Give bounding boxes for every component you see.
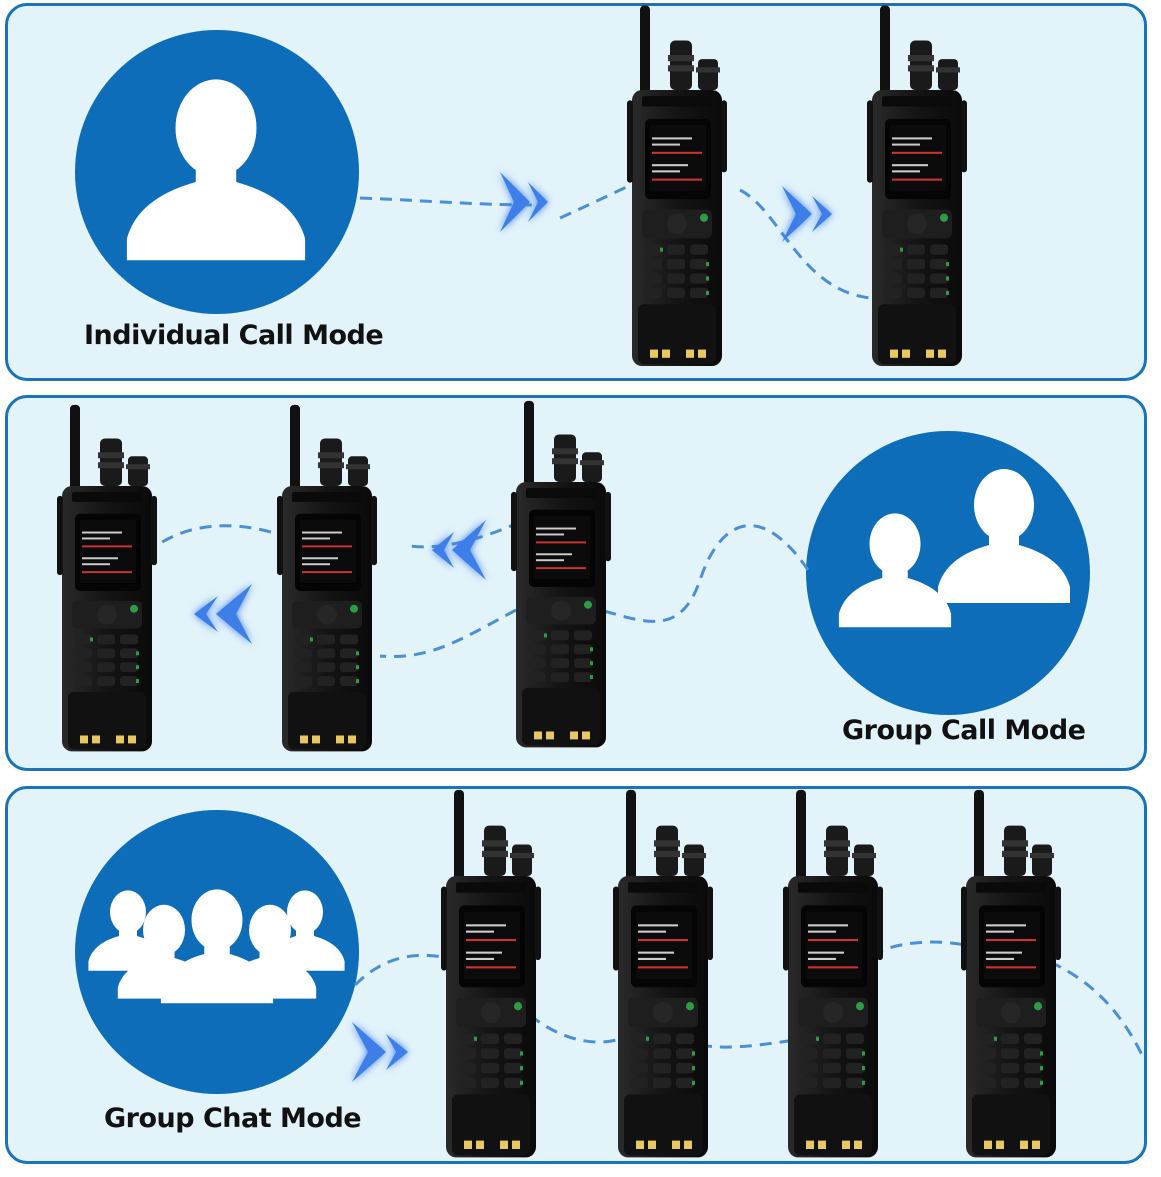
radio-device bbox=[961, 789, 1061, 1158]
backward-chevrons-icon bbox=[432, 520, 486, 580]
forward-chevrons-icon bbox=[500, 172, 548, 232]
radio-device bbox=[627, 5, 727, 367]
radio-device bbox=[867, 5, 967, 367]
crowd-icon bbox=[88, 889, 345, 1004]
radio-device bbox=[277, 404, 377, 752]
forward-chevrons-icon bbox=[352, 1022, 408, 1082]
radio-device bbox=[441, 789, 541, 1158]
backward-chevrons-icon bbox=[194, 584, 252, 644]
radio-device bbox=[613, 789, 713, 1158]
forward-chevrons-icon bbox=[782, 186, 832, 242]
radio-device bbox=[783, 789, 883, 1158]
group-chat-mode-label: Group Chat Mode bbox=[104, 1103, 362, 1134]
radio-device bbox=[511, 400, 611, 748]
individual-call-mode-label: Individual Call Mode bbox=[84, 320, 384, 351]
group-call-mode-label: Group Call Mode bbox=[842, 715, 1086, 746]
radio-device bbox=[57, 404, 157, 752]
